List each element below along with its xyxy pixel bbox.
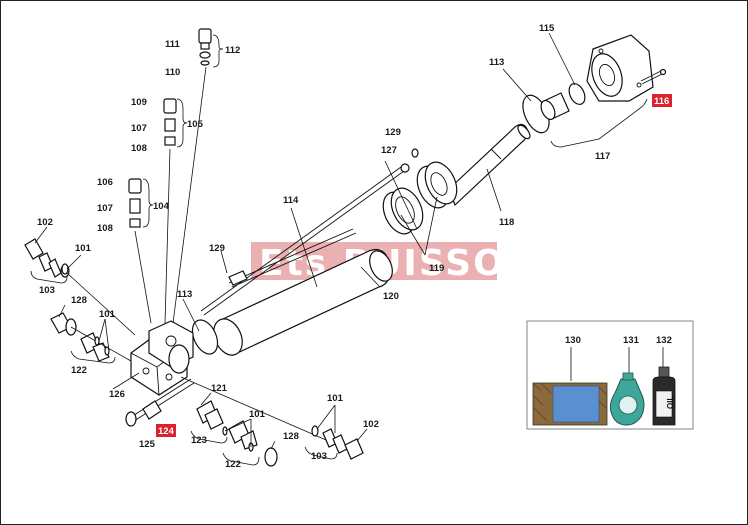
o-ring-101-b [94,336,100,346]
label-113b: 113 [489,57,504,68]
label-128a: 128 [71,295,87,306]
tie-rod-129 [228,228,357,288]
label-102b: 102 [363,419,379,430]
svg-text:Ets BUISSON: Ets BUISSON [259,243,538,284]
part-labels: 111 112 110 109 107 105 108 106 107 104 … [37,23,672,470]
oil-label: OIL [666,396,675,409]
label-121: 121 [211,383,228,394]
label-104: 104 [153,201,170,212]
label-122a: 122 [71,365,87,376]
label-123: 123 [191,435,207,446]
valve-104 [128,178,152,324]
label-126: 126 [109,389,125,400]
cylinder-barrel [213,248,393,356]
label-103b: 103 [311,451,327,462]
leader-lines [34,32,576,450]
gland-bush [540,83,586,121]
label-112: 112 [225,45,240,56]
label-130: 130 [565,335,581,346]
o-ring-129 [411,148,419,158]
piston-rod-118 [416,123,531,209]
label-107b: 107 [97,203,113,214]
label-101b: 101 [99,309,116,320]
label-119: 119 [429,263,444,274]
label-101d: 101 [327,393,344,404]
label-111: 111 [165,39,181,50]
bolt-124 [125,378,195,427]
pipe-sleeve-130 [532,382,608,426]
label-128b: 128 [283,431,299,442]
label-103a: 103 [39,285,55,296]
label-129b: 129 [385,127,401,138]
label-116: 116 [654,96,669,107]
piston-127 [382,187,424,235]
label-108a: 108 [131,143,147,154]
label-107a: 107 [131,123,147,134]
label-113a: 113 [177,289,192,300]
label-110: 110 [165,67,180,78]
label-131: 131 [623,335,640,346]
label-129a: 129 [209,243,225,254]
label-105: 105 [187,119,204,130]
label-124: 124 [158,426,175,437]
seal-ring-113a [191,319,219,355]
fitting-128-left [50,312,132,362]
label-115: 115 [539,23,555,34]
accessories-box: 130 131 132 OIL [526,320,694,430]
label-101c: 101 [249,409,266,420]
label-122b: 122 [225,459,241,470]
sealant-bottle-131 [609,372,645,426]
valve-105 [163,98,177,324]
label-114: 114 [283,195,299,206]
base-block-126 [130,320,194,396]
label-132: 132 [656,335,672,346]
label-108b: 108 [97,223,113,234]
fitting-102-lower-right [311,425,364,460]
label-125: 125 [139,439,156,450]
label-120: 120 [383,291,399,302]
label-109: 109 [131,97,147,108]
label-118: 118 [499,217,514,228]
gland-head-117 [586,34,667,102]
oil-bottle-132: OIL [652,366,676,426]
brackets [30,34,648,466]
o-ring-101-a [61,263,69,275]
label-102a: 102 [37,217,53,228]
valve-stem-112 [172,28,212,324]
fitting-lower-121 [180,376,357,467]
label-101a: 101 [75,243,92,254]
label-127: 127 [381,145,397,156]
label-106: 106 [97,177,113,188]
watermark: Ets BUISSON [251,242,538,284]
label-117: 117 [595,151,610,162]
